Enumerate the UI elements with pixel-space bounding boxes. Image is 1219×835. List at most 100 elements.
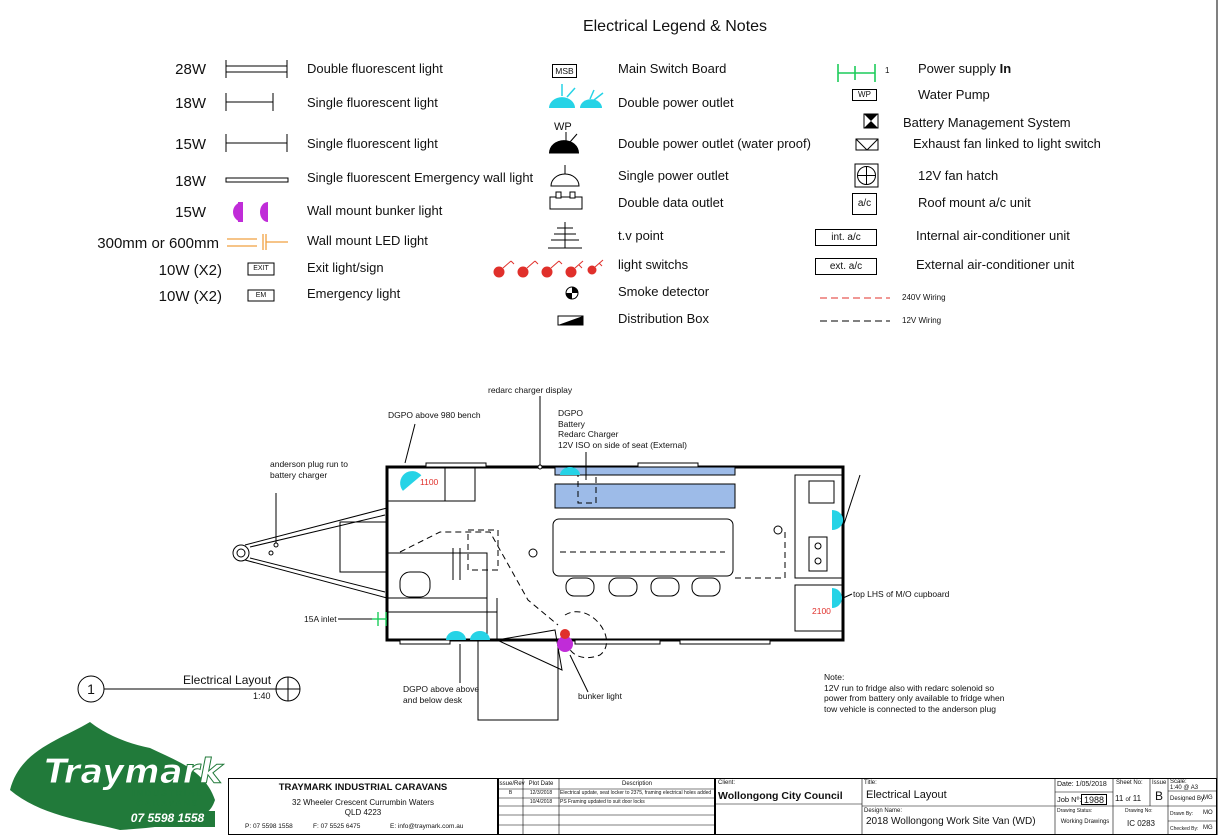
designed-label: Designed By:: [1170, 796, 1206, 802]
legend-label: Single fluorescent Emergency wall light: [307, 170, 534, 185]
legend-label: Smoke detector: [618, 284, 710, 299]
waterproof-outlet-icon: [549, 132, 579, 154]
legend-label: Wall mount bunker light: [307, 203, 443, 218]
tv-point-icon: [548, 222, 582, 249]
double-power-outlet-icon: [549, 84, 604, 108]
legend-label: Double power outlet (water proof): [618, 136, 811, 151]
legend-label: Roof mount a/c unit: [918, 195, 1031, 210]
water-pump-icon: WP: [852, 89, 877, 101]
wp-symbol-text: WP: [554, 121, 572, 133]
height-1100: 1100: [420, 477, 439, 487]
company-address1: 32 Wheeler Crescent Currumbin Waters: [292, 798, 434, 807]
logo-sub1: INDUSTRIAL: [132, 788, 204, 798]
single-fluorescent-icon: [225, 134, 288, 152]
annotation-anderson: anderson plug run to battery charger: [270, 459, 348, 480]
legend-label: Water Pump: [918, 87, 990, 102]
legend-label: Double fluorescent light: [307, 61, 443, 76]
status-value: Working Drawings: [1060, 819, 1110, 825]
job-label: Job Nº:: [1057, 795, 1082, 804]
legend-label: Exhaust fan linked to light switch: [913, 136, 1101, 151]
legend-watt: 10W (X2): [158, 262, 222, 279]
company-fax: F: 07 5525 6475: [313, 823, 361, 830]
power-supply-label: Power supply In: [918, 61, 1012, 76]
legend-watt: 15W: [175, 204, 206, 221]
checked-value: MG: [1203, 825, 1213, 831]
legend-watt: 28W: [175, 61, 206, 78]
bench-blue: [554, 483, 736, 509]
rev-date: 12/3/2018: [529, 790, 553, 796]
legend-title: Electrical Legend & Notes: [582, 18, 768, 35]
msb-icon: MSB: [552, 64, 577, 78]
company-name: TRAYMARK INDUSTRIAL CARAVANS: [278, 782, 448, 793]
sheet-value: 11 of 11: [1115, 794, 1142, 803]
legend-label: 12V fan hatch: [918, 168, 999, 183]
single-outlet-icon: [550, 165, 580, 187]
legend-watt: 18W: [175, 95, 206, 112]
sheet-label: Sheet No:: [1116, 780, 1143, 786]
job-value: 1988: [1081, 794, 1107, 805]
legend-label: t.v point: [618, 228, 664, 243]
legend-label: Wall mount LED light: [307, 233, 428, 248]
wiring-12-label: 12V Wiring: [902, 316, 942, 325]
height-2100: 2100: [812, 606, 831, 616]
double-fluorescent-icon: [225, 60, 288, 78]
design-value: 2018 Wollongong Work Site Van (WD): [866, 816, 1036, 827]
rev-issue: B: [508, 790, 513, 796]
issue-value: B: [1154, 789, 1163, 803]
fan-hatch-icon: [854, 163, 879, 188]
exit-sign-icon: [247, 262, 275, 276]
design-label: Design Name:: [864, 808, 903, 814]
drawing-no-label: Drawing No:: [1125, 808, 1153, 814]
designed-value: MG: [1203, 795, 1213, 801]
distribution-box-icon: [557, 315, 584, 326]
bunker-light-icon: [233, 202, 268, 222]
note: Note: 12V run to fridge also with redarc…: [824, 672, 1005, 714]
data-outlet-icon: [549, 191, 583, 210]
legend-label: Single fluorescent light: [307, 95, 438, 110]
drawing-no-value: IC 0283: [1126, 819, 1156, 828]
rev-date: 10/4/2018: [529, 799, 553, 805]
logo-sub2: CARAVANS: [136, 798, 200, 808]
client-value: Wollongong City Council: [718, 790, 843, 802]
drawn-value: MO: [1203, 810, 1213, 816]
company-phone: P: 07 5598 1558: [245, 823, 293, 830]
layout-name: Electrical Layout: [183, 673, 272, 687]
inlet-icon: [372, 612, 387, 626]
power-supply-icon: [837, 64, 876, 82]
annotation-dgpo-desk: DGPO above above and below desk: [403, 684, 480, 705]
logo-phone: 07 5598 1558: [130, 811, 205, 825]
legend-label: Double data outlet: [618, 195, 724, 210]
date-value: Date: 1/05/2018: [1057, 781, 1107, 788]
legend-label: External air-conditioner unit: [916, 257, 1075, 272]
legend-watt: 300mm or 600mm: [97, 235, 219, 252]
checked-label: Checked By:: [1170, 826, 1199, 832]
power-supply-number: 1: [885, 66, 890, 75]
title-value: Electrical Layout: [866, 789, 947, 801]
legend-label: Internal air-conditioner unit: [916, 228, 1070, 243]
legend-label: Single fluorescent light: [307, 136, 438, 151]
legend-watt: 18W: [175, 173, 206, 190]
rev-desc: Electrical update, seat locker to 2375, …: [560, 790, 712, 796]
annotation-bunker: bunker light: [578, 691, 622, 701]
emergency-light-icon: [247, 289, 275, 302]
legend-label: Exit light/sign: [307, 260, 384, 275]
annotation-inlet: 15A inlet: [304, 614, 337, 624]
bunker-light-icon: [557, 636, 573, 652]
layout-label-graphic: [77, 675, 301, 703]
legend-label: Distribution Box: [618, 311, 710, 326]
scale-value: 1:40 @ A3: [1170, 785, 1199, 791]
smoke-detector-icon: [565, 286, 579, 300]
rev-desc: PS Framing updated to suit door locks: [560, 799, 645, 805]
issue-label: Issue: [1152, 780, 1167, 786]
legend-label: Battery Management System: [903, 115, 1071, 130]
single-fluorescent-icon: [225, 93, 274, 111]
light-switch-icon: [493, 259, 604, 278]
company-email: E: info@traymark.com.au: [390, 823, 464, 830]
annotation-dgpo-battery: DGPO Battery Redarc Charger 12V ISO on s…: [558, 408, 687, 450]
